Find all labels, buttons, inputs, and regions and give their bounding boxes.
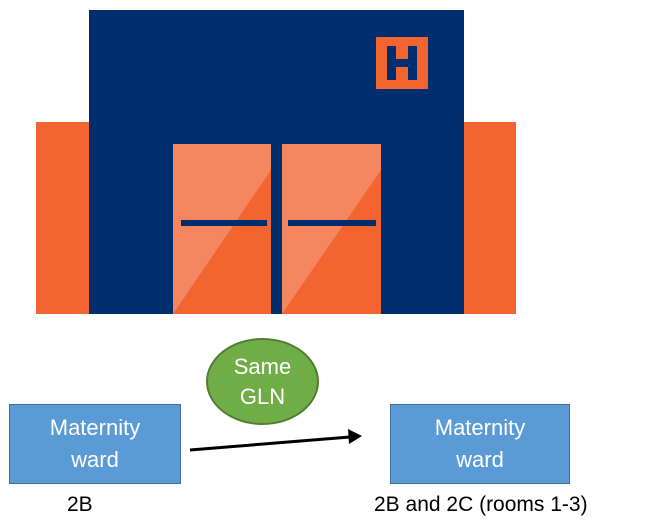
right-box-line1: Maternity [434, 415, 526, 440]
maternity-ward-box-right: Maternity ward [390, 404, 570, 484]
maternity-ward-box-left: Maternity ward [9, 404, 181, 484]
hospital-h-sign-icon [376, 37, 428, 89]
ellipse-line2: GLN [239, 383, 286, 409]
left-box-line1: Maternity [49, 415, 141, 440]
left-box-caption: 2B [67, 493, 93, 516]
ellipse-line1: Same [233, 353, 292, 379]
right-box-caption: 2B and 2C (rooms 1-3) [374, 493, 588, 516]
entrance-doors [173, 144, 381, 314]
left-box-line2: ward [71, 447, 119, 472]
left-wing [36, 122, 89, 314]
right-wing [464, 122, 516, 314]
right-box-line2: ward [456, 447, 504, 472]
same-gln-ellipse: Same GLN [206, 338, 319, 425]
hospital-building-icon [36, 10, 516, 314]
